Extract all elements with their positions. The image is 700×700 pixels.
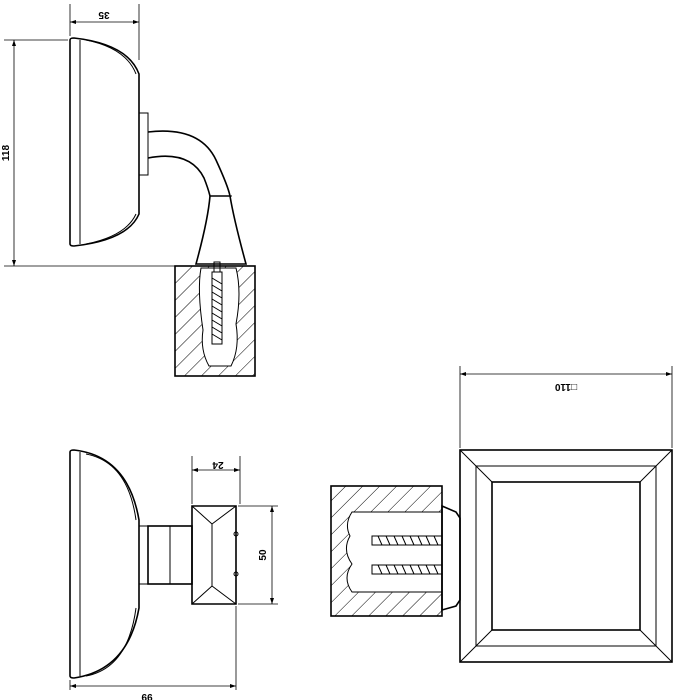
mount-plate-front <box>441 504 461 612</box>
wall-section-front <box>330 485 443 617</box>
dimension-base-height-label: 50 <box>258 549 269 561</box>
dimension-height-side-label: 118 <box>1 144 12 161</box>
dimension-front-width: □110 <box>459 366 673 448</box>
mount-collar-side <box>138 112 149 176</box>
swan-neck-arm <box>147 130 231 197</box>
dimension-base-height: 50 <box>238 505 278 605</box>
square-mirror-front <box>459 449 673 663</box>
dimension-total-depth-label: 99 <box>141 691 153 700</box>
dimension-front-width-label: □110 <box>554 381 577 392</box>
dimension-height-side: 118 <box>1 39 175 267</box>
mirror-dome-plan <box>69 449 140 679</box>
dimension-base-depth: 24 <box>191 456 241 504</box>
plan-view: 24 50 99 <box>69 449 278 700</box>
flared-base <box>194 195 248 265</box>
dimension-base-depth-label: 24 <box>212 459 224 470</box>
base-plate-plan <box>191 505 237 605</box>
front-view: □110 <box>330 366 673 663</box>
screw-side <box>211 261 223 345</box>
dimension-depth-top: 35 <box>69 4 140 60</box>
dimension-depth-top-label: 35 <box>98 9 110 20</box>
wall-section-side <box>174 265 256 377</box>
dimension-total-depth: 99 <box>69 606 237 700</box>
side-view: 35 118 <box>1 4 256 377</box>
